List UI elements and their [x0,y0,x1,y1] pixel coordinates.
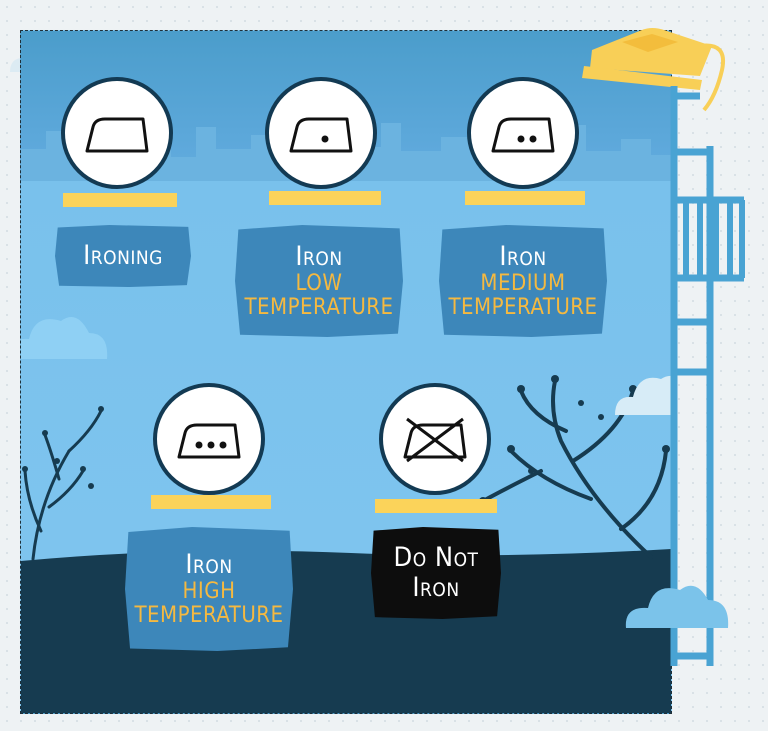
yellow-bar [269,191,381,205]
label-line-1: Do Not [393,542,479,574]
label-line-1: Iron [295,240,343,272]
label-line-2: Iron [412,572,460,603]
iron-icon [85,117,149,153]
iron-three-dots-icon [177,423,241,459]
ironing-icon-circle [61,77,173,189]
yellow-bar [63,193,177,207]
iron-two-dots-icon [491,117,555,153]
ironing-label: Ironing [55,225,191,287]
label-line-1: Iron [185,548,233,580]
iron-low-icon-circle [265,77,377,189]
iron-medium-icon-circle [467,77,579,189]
label-line-2: MEDIUM [480,270,566,296]
label-line-2: LOW [295,270,343,296]
iron-low-label: Iron LOW TEMPERATURE [235,225,403,337]
do-not-iron-label: Do Not Iron [371,527,501,619]
ladder-decoration [670,86,745,666]
cloud-icon [625,585,729,628]
yellow-bar [465,191,585,205]
yellow-bar [375,499,497,513]
label-line-3: TEMPERATURE [448,294,598,320]
iron-crossed-icon [403,417,467,463]
cloud-icon [615,376,671,415]
label-line-2: HIGH [182,578,236,604]
iron-illustration-icon [582,28,725,112]
iron-high-icon-circle [153,383,265,495]
ironing-symbols-panel: Ironing Iron LOW TEMPERATURE Iron MEDIUM… [20,30,672,714]
iron-high-label: Iron HIGH TEMPERATURE [125,527,293,651]
label-line-1: Iron [499,240,547,272]
label-line-3: TEMPERATURE [244,294,394,320]
label-line-3: TEMPERATURE [134,602,284,628]
label-line-1: Ironing [83,240,163,272]
iron-medium-label: Iron MEDIUM TEMPERATURE [439,225,607,337]
cloud-icon [21,317,108,359]
yellow-bar [151,495,271,509]
iron-one-dot-icon [289,117,353,153]
do-not-iron-icon-circle [379,383,491,495]
